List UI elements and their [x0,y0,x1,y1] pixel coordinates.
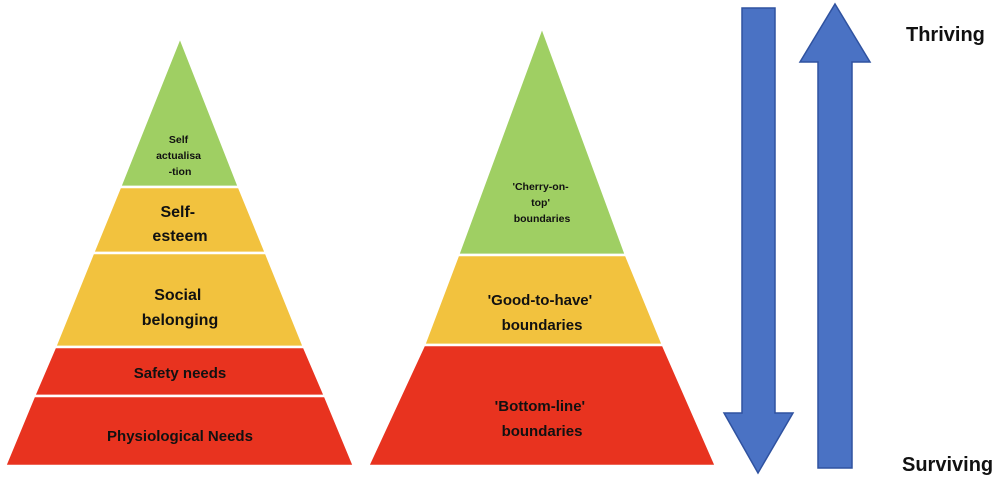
arrow-down-icon [722,7,795,475]
boundaries-label-bottom-line: 'Bottom-line' boundaries [495,398,590,440]
maslow-label-physiological-needs: Physiological Needs [107,428,253,445]
maslow-pyramid: Self actualisa -tion Self- esteem Social… [3,33,356,468]
maslow-tier-self-actualisation [118,33,241,189]
thriving-label: Thriving [906,24,985,46]
boundaries-tier-bottom-line [366,343,718,468]
maslow-label-self-actualisation: Self actualisa -tion [156,134,204,178]
maslow-tier-physiological-needs [3,394,356,468]
maslow-label-social-belonging: Social belonging [142,287,218,329]
boundaries-label-cherry-on-top: 'Cherry-on- top' boundaries [512,181,571,225]
boundaries-label-good-to-have: 'Good-to-have' boundaries [488,292,597,334]
maslow-label-self-esteem: Self- esteem [152,204,207,245]
maslow-label-safety-needs: Safety needs [134,365,227,382]
surviving-label: Surviving [902,454,993,476]
arrow-up-icon [798,2,872,469]
boundaries-pyramid: 'Cherry-on- top' boundaries 'Good-to-hav… [366,23,718,468]
